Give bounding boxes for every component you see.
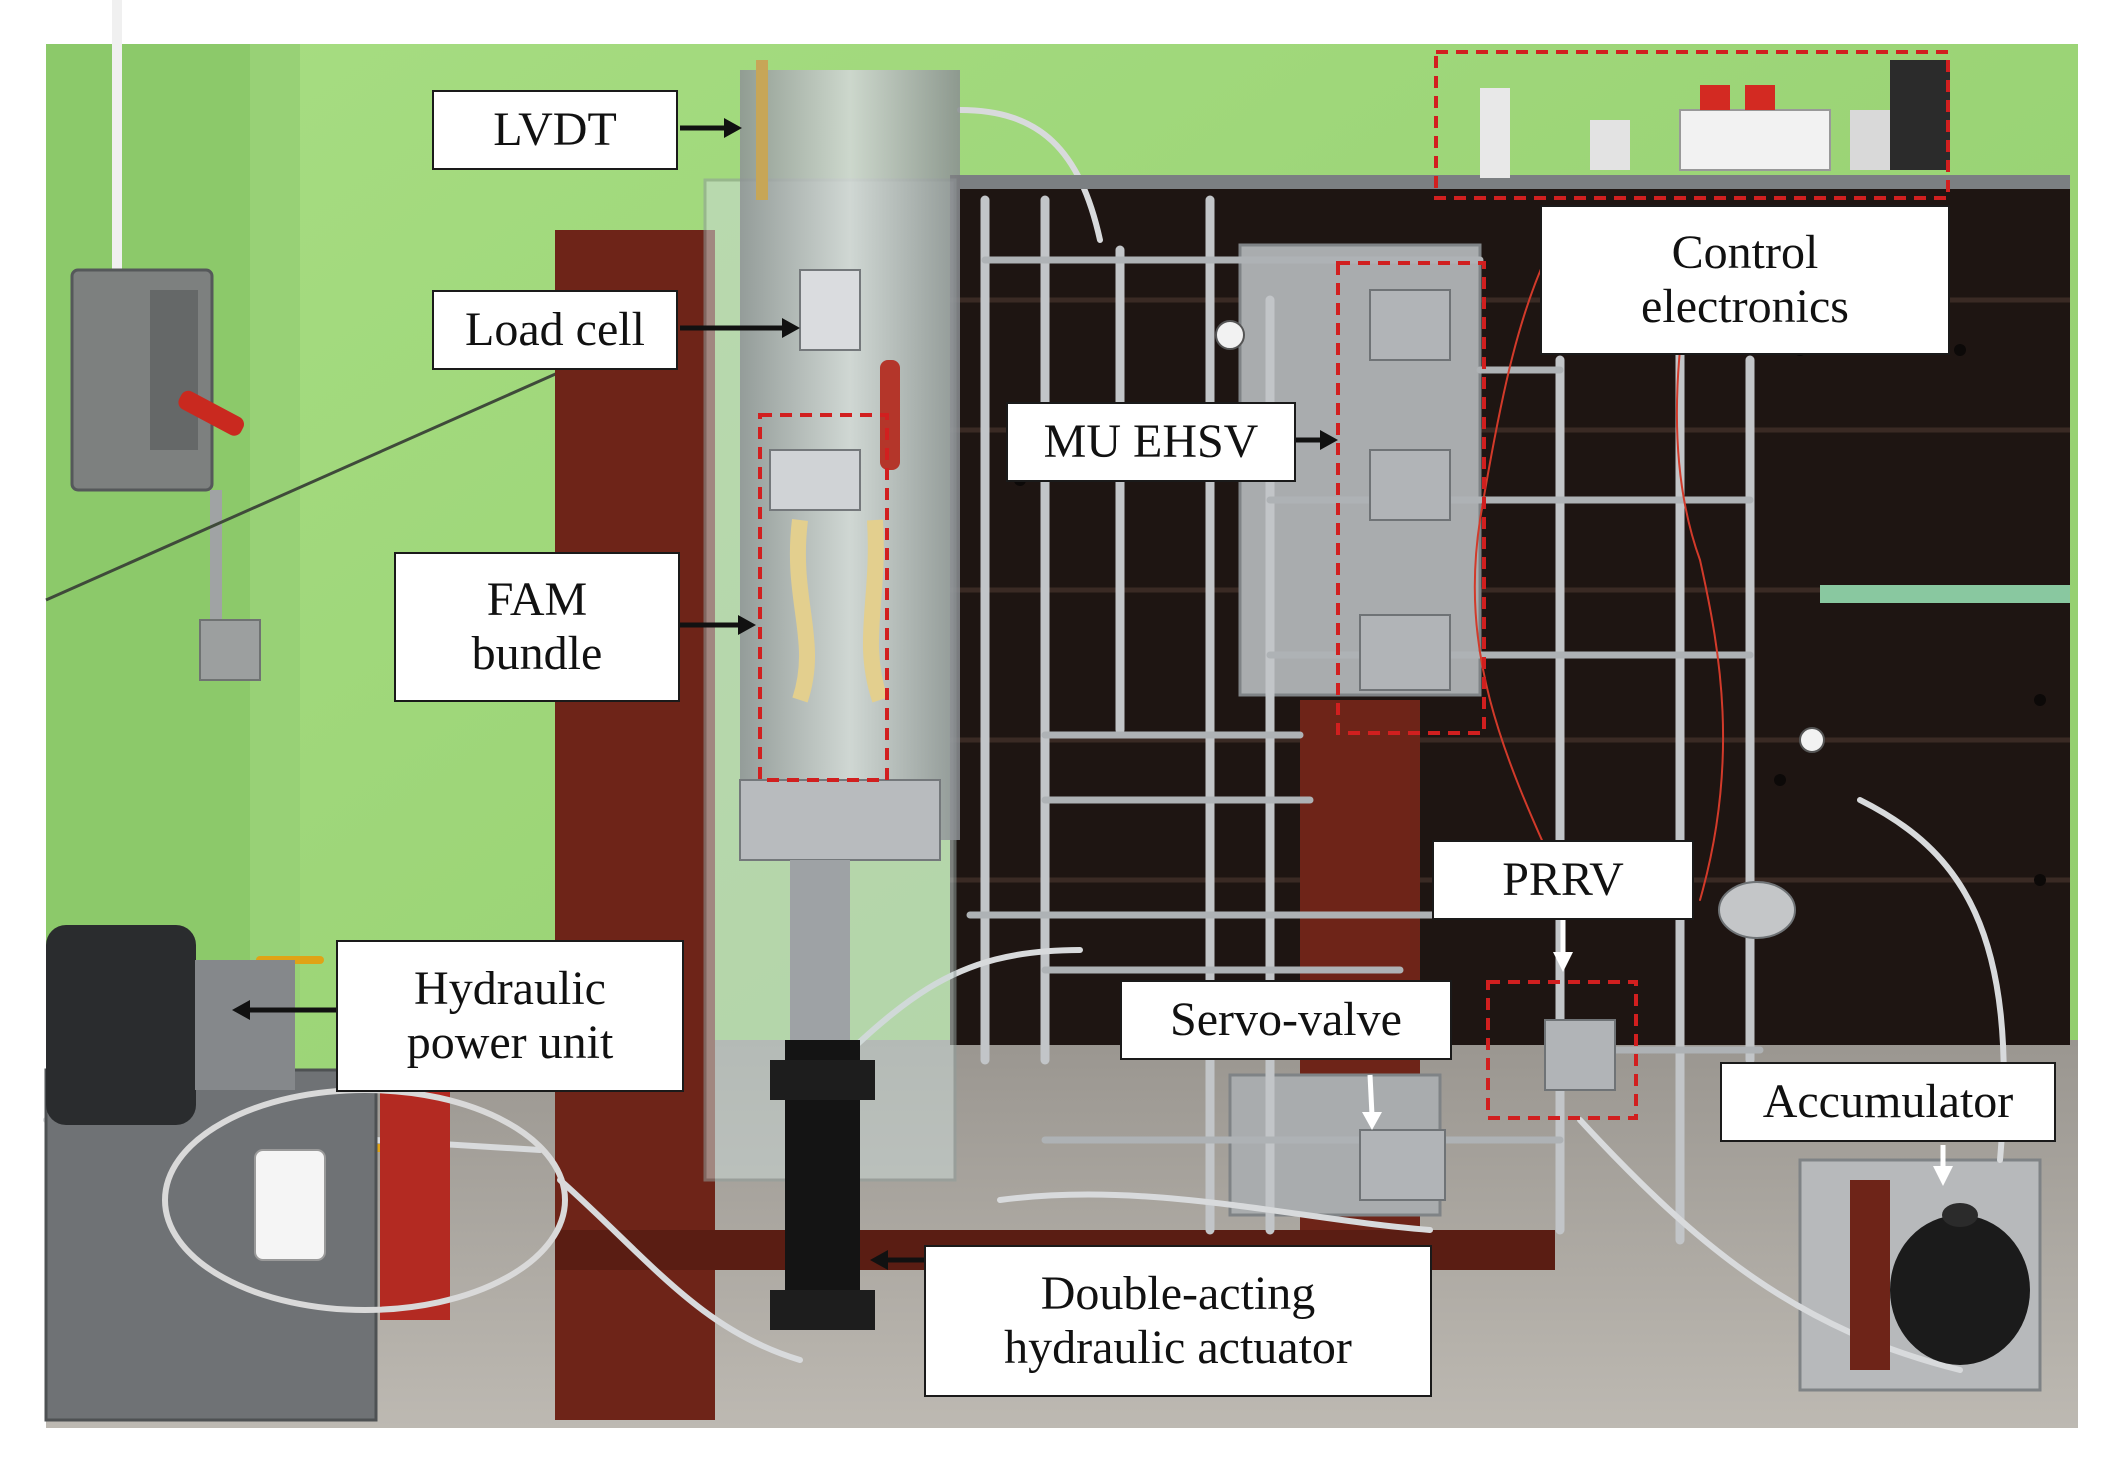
- actuator-label: Double-acting hydraulic actuator: [924, 1245, 1432, 1397]
- accumulator-label: Accumulator: [1720, 1062, 2056, 1142]
- hpu-label-line1: Hydraulic: [414, 962, 606, 1016]
- lvdt-label-text: LVDT: [493, 103, 617, 157]
- actuator-label-line2: hydraulic actuator: [1004, 1321, 1352, 1374]
- fam-bundle-label-line2: bundle: [471, 627, 603, 680]
- prrv-label: PRRV: [1432, 840, 1694, 920]
- hydraulic-power-unit-label: Hydraulic power unit: [336, 940, 684, 1092]
- mu-ehsv-label: MU EHSV: [1006, 402, 1296, 482]
- valve-blocks: [1215, 289, 1825, 1201]
- accumulator-unit: [1850, 1180, 2030, 1370]
- control-electronics-highlight: [1434, 50, 1950, 200]
- mu-ehsv-highlight: [1336, 261, 1486, 735]
- fam-tower: [703, 60, 960, 1330]
- annotation-arrows: [232, 118, 1953, 1270]
- servo-valve-label: Servo-valve: [1120, 980, 1452, 1060]
- control-label-line1: Control: [1671, 226, 1819, 280]
- fam-bundle-label: FAM bundle: [394, 552, 680, 702]
- lvdt-label: LVDT: [432, 90, 678, 170]
- fam-bundle-label-line1: FAM: [486, 573, 588, 627]
- load-cell-label: Load cell: [432, 290, 678, 370]
- hpu-label-line2: power unit: [406, 1016, 614, 1069]
- control-electronics-label: Control electronics: [1540, 205, 1950, 355]
- mu-ehsv-label-text: MU EHSV: [1043, 415, 1259, 469]
- servo-valve-arrow: [1367, 1074, 1375, 1116]
- wall-switch-box: [45, 0, 561, 681]
- actuator-label-line1: Double-acting: [1040, 1267, 1316, 1321]
- fam-bundle-highlight: [758, 413, 889, 782]
- load-cell-label-text: Load cell: [465, 303, 645, 357]
- prrv-highlight: [1486, 980, 1638, 1120]
- electronics-shelf: [960, 60, 2070, 189]
- hydraulic-power-unit: [44, 925, 568, 1422]
- prrv-label-text: PRRV: [1502, 853, 1624, 907]
- control-label-line2: electronics: [1641, 280, 1849, 333]
- servo-valve-label-text: Servo-valve: [1170, 993, 1402, 1047]
- highlight-boxes: [758, 50, 1950, 1120]
- accumulator-label-text: Accumulator: [1762, 1075, 2014, 1129]
